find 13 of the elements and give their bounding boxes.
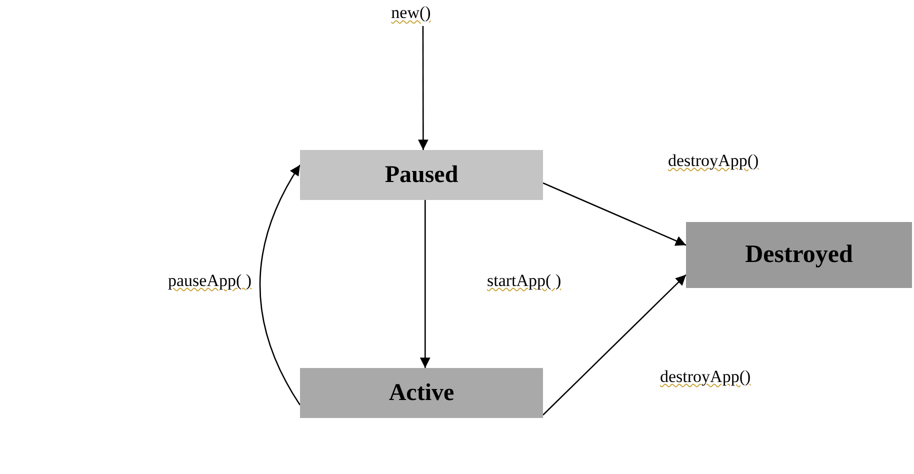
arrow bbox=[420, 200, 430, 368]
arrow bbox=[259, 164, 301, 406]
edge-label: startApp( ) bbox=[487, 270, 562, 292]
constructor-label: new() bbox=[388, 0, 434, 26]
arrow bbox=[542, 274, 686, 416]
state-box: Destroyed bbox=[686, 222, 912, 288]
edge-label: destroyApp() bbox=[668, 150, 759, 172]
state-box: Paused bbox=[300, 150, 543, 200]
arrow bbox=[418, 26, 428, 150]
edge-label: pauseApp( ) bbox=[168, 270, 252, 292]
edge-label: destroyApp() bbox=[660, 366, 751, 388]
state-box: Active bbox=[300, 368, 543, 418]
arrow bbox=[542, 182, 686, 246]
